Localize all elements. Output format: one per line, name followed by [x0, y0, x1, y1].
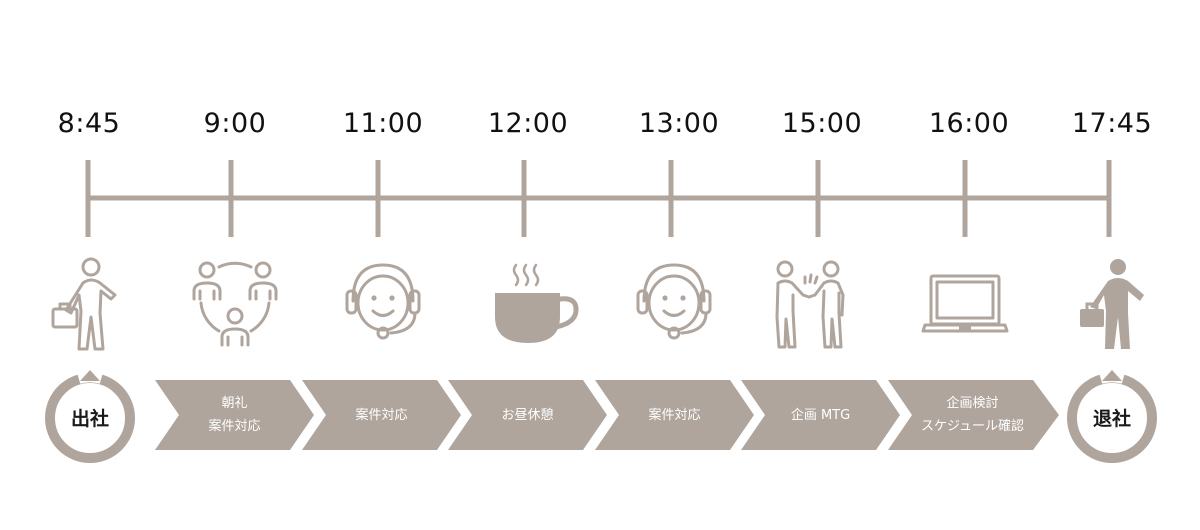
- step-6-line1: 企画検討: [946, 396, 999, 411]
- step-5-label: 企画 MTG: [753, 380, 888, 450]
- arrive-commuter-icon: [51, 257, 117, 351]
- start-circle: [45, 366, 135, 463]
- end-circle: [1067, 366, 1157, 463]
- coffee-cup-icon: [495, 263, 579, 343]
- time-label-0900: 9:00: [203, 108, 267, 139]
- step-1-line2: 案件対応: [208, 419, 261, 434]
- step-chevron-3: [448, 380, 607, 450]
- time-label-1500: 15:00: [781, 108, 863, 139]
- step-6-label: 企画検討 スケジュール確認: [900, 380, 1045, 450]
- time-label-0845: 8:45: [57, 108, 121, 139]
- handshake-icon: [775, 260, 845, 349]
- start-label: 出社: [70, 407, 109, 430]
- step-3-line1: お昼休憩: [501, 407, 554, 423]
- laptop-icon: [921, 274, 1009, 333]
- step-1-label: 朝礼 案件対応: [167, 380, 302, 450]
- time-label-1200: 12:00: [487, 108, 569, 139]
- step-chevron-2: [302, 380, 461, 450]
- time-label-1100: 11:00: [342, 108, 424, 139]
- morning-meeting-icon: [192, 261, 278, 347]
- step-3-label: お昼休憩: [460, 380, 595, 450]
- step-chevron-4: [595, 380, 754, 450]
- start-arrow-icon: [80, 370, 100, 381]
- time-label-1600: 16:00: [928, 108, 1010, 139]
- support-headset-icon: [636, 263, 712, 340]
- step-chevron-1: [155, 380, 314, 450]
- step-chevron-5: [741, 380, 900, 450]
- step-4-label: 案件対応: [607, 380, 742, 450]
- step-2-line1: 案件対応: [355, 407, 408, 423]
- step-6-line2: スケジュール確認: [920, 419, 1025, 434]
- step-2-label: 案件対応: [314, 380, 449, 450]
- time-label-1745: 17:45: [1071, 108, 1153, 139]
- end-arrow-icon: [1102, 370, 1122, 381]
- support-headset-icon: [345, 263, 421, 340]
- time-label-1300: 13:00: [638, 108, 720, 139]
- leave-commuter-icon: [1080, 259, 1144, 349]
- step-1-line1: 朝礼: [221, 396, 248, 411]
- step-4-line1: 案件対応: [648, 407, 701, 423]
- step-5-line1: 企画 MTG: [790, 407, 851, 423]
- timeline-axis: [85, 160, 1112, 237]
- end-label: 退社: [1092, 407, 1131, 430]
- step-chevron-6: [888, 380, 1059, 450]
